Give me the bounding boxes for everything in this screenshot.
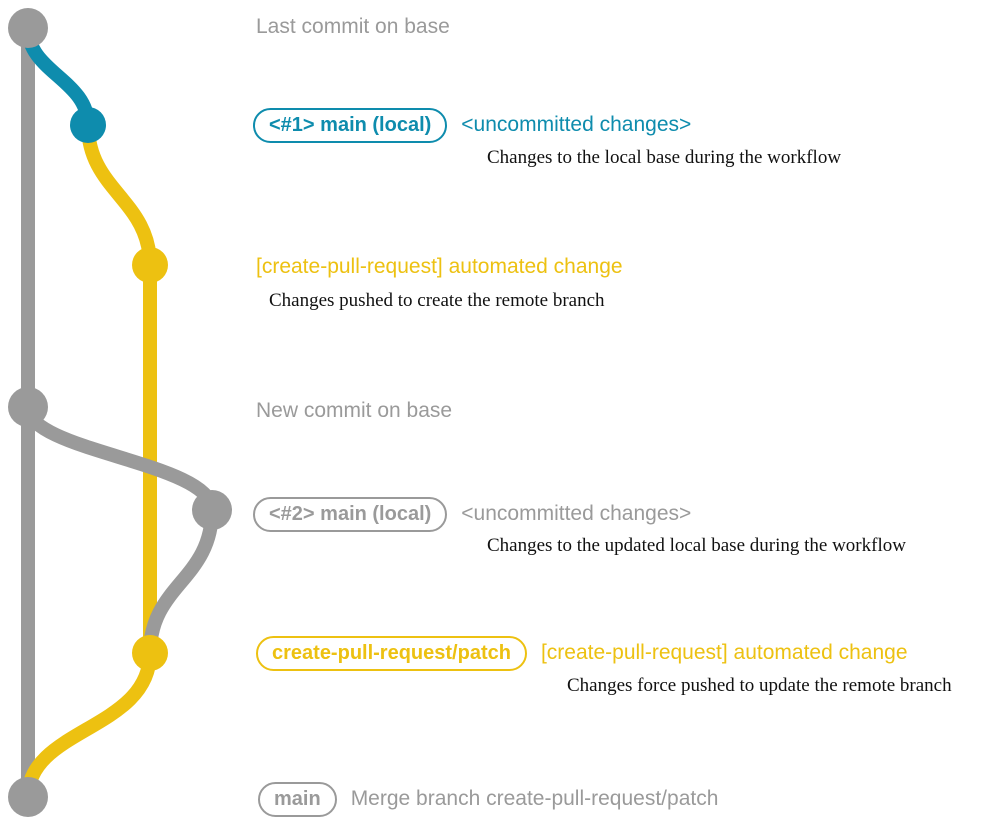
- commit-subject-automated-change-1: [create-pull-request] automated change: [256, 255, 623, 278]
- row-local-uncommitted-2: <#2> main (local) <uncommitted changes>: [253, 497, 691, 532]
- edge-patch-force-to-merge: [21, 646, 157, 804]
- label-new-commit-on-base: New commit on base: [256, 399, 453, 422]
- commit-subject-uncommitted-2: <uncommitted changes>: [461, 502, 692, 525]
- commit-node-base-merge[interactable]: [8, 777, 48, 817]
- commit-node-base-new[interactable]: [8, 387, 48, 427]
- ref-badge-main[interactable]: main: [258, 782, 337, 817]
- commit-description-4: Changes force pushed to update the remot…: [567, 675, 952, 696]
- commit-node-local-1[interactable]: [70, 107, 106, 143]
- commit-description-2: Changes pushed to create the remote bran…: [269, 290, 605, 311]
- commit-description-3: Changes to the updated local base during…: [487, 535, 906, 556]
- commit-subject-merge: Merge branch create-pull-request/patch: [350, 787, 719, 810]
- commit-subject-automated-change-2: [create-pull-request] automated change: [540, 641, 908, 664]
- edge-local-1-to-patch-create: [81, 118, 157, 272]
- edge-base-new-to-local-2: [21, 400, 219, 517]
- ref-badge-create-pull-request-patch[interactable]: create-pull-request/patch: [256, 636, 527, 671]
- row-merge-commit: main Merge branch create-pull-request/pa…: [258, 782, 718, 817]
- row-patch-force-push-commit: create-pull-request/patch [create-pull-r…: [256, 636, 908, 671]
- ref-badge-main-local-2[interactable]: <#2> main (local): [253, 497, 448, 532]
- row-patch-create-commit: [create-pull-request] automated change: [256, 256, 623, 277]
- commit-node-patch-create[interactable]: [132, 247, 168, 283]
- commit-node-patch-force[interactable]: [132, 635, 168, 671]
- commit-node-base-last[interactable]: [8, 8, 48, 48]
- commit-node-local-2[interactable]: [192, 490, 232, 530]
- row-local-uncommitted-1: <#1> main (local) <uncommitted changes>: [253, 108, 691, 143]
- ref-badge-main-local-1[interactable]: <#1> main (local): [253, 108, 448, 143]
- edge-local-2-to-patch-force: [143, 503, 219, 660]
- label-last-commit-on-base: Last commit on base: [256, 15, 450, 38]
- commit-description-1: Changes to the local base during the wor…: [487, 147, 842, 168]
- commit-subject-uncommitted-1: <uncommitted changes>: [461, 113, 692, 136]
